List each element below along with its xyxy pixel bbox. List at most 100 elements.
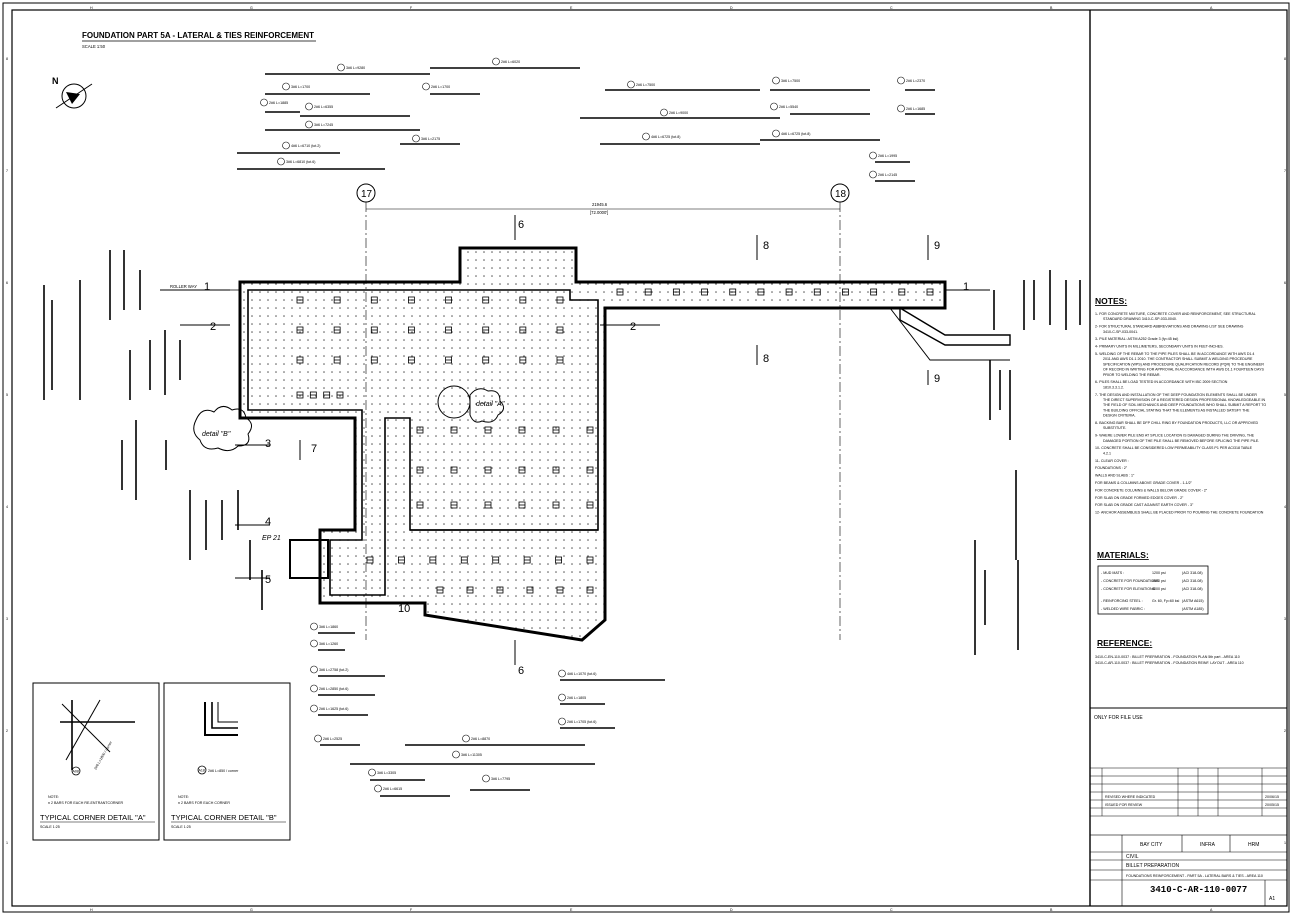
border-number-right: 1 [1284, 841, 1286, 845]
border-letter-top: E [570, 6, 573, 10]
bar-mark-bubble [452, 750, 460, 759]
section-8-top: 8 [763, 240, 769, 252]
border-letter-bottom: E [570, 908, 573, 912]
bar-mark-bubble [310, 665, 318, 674]
bar-label-bottom: 2#6 L=2525 [323, 737, 342, 741]
bar-label-top: 4#6 L=6710 (tot.2) [291, 144, 320, 148]
bar-mark-bubble [462, 734, 470, 743]
reference-item-2: 3410-C-AR-110-0037 : BILLET PREPARATION … [1095, 661, 1244, 665]
border-letter-top: G [250, 6, 253, 10]
corner-detail-b-callout: 2#6 L=850 / corner [208, 769, 239, 773]
bar-label-top: 2#6 L=1685 [906, 107, 925, 111]
corner-detail-a-mark: A08 [73, 770, 79, 774]
bar-label-bottom: 2#6 L=6615 [383, 787, 402, 791]
bar-mark-bubble [282, 141, 290, 150]
bar-label-bottom: 3#6 L=1860 [319, 625, 338, 629]
bar-label-bottom: 2#6 L=1805 [567, 696, 586, 700]
bar-mark-bubble [482, 774, 490, 783]
bar-mark-bubble [422, 82, 430, 91]
bar-mark-bubble [772, 76, 780, 85]
note-item: FOR CONCRETE COLUMNS & WALLS BELOW GRADE… [1095, 488, 1208, 492]
border-number-left: 7 [6, 169, 8, 173]
grid-dimension: 21945.6 [592, 202, 608, 207]
border-number-left: 8 [6, 57, 8, 61]
bar-mark-bubble [897, 104, 905, 113]
border-letter-bottom: C [890, 908, 893, 912]
materials-heading: MATERIALS: [1097, 550, 1149, 560]
bar-mark-bubble [772, 129, 780, 138]
bar-label-bottom: 3#6 L=2758 (tot.2) [319, 668, 348, 672]
bar-label-top: 2#6 L=7500 [636, 83, 655, 87]
bar-label-top: 3#6 L=6810 (tot.6) [286, 160, 315, 164]
bar-mark-bubble [869, 170, 877, 179]
bar-label-top: 3#6 L=2175 [421, 137, 440, 141]
bar-label-top: 3#6 L=7245 [314, 123, 333, 127]
ep21-label: EP 21 [262, 535, 281, 542]
bar-label-top: 4#6 L=6725 (tot.8) [651, 135, 680, 139]
note-item: 5- WELDING OF THE REBAR TO THE PIPE PILE… [1095, 352, 1264, 377]
grid-bubble-18-label: 18 [835, 189, 847, 200]
pile-markers [296, 288, 934, 594]
bar-label-top: 2#6 L=1995 [878, 154, 897, 158]
ep21-pit [289, 539, 329, 579]
bar-mark-bubble [310, 684, 318, 693]
bar-mark-bubble [305, 120, 313, 129]
bar-mark-bubble [374, 784, 382, 793]
left-bar-schedule [43, 250, 263, 610]
north-arrow-icon: N [52, 76, 93, 109]
section-labels: 1 1 2 2 3 4 5 6 6 7 8 8 9 9 10 [204, 219, 969, 677]
grid-dimension-sub: [72.0000'] [590, 210, 608, 215]
section-1-right: 1 [963, 281, 969, 293]
bar-mark-bubble [558, 693, 566, 702]
bar-mark-bubble [368, 768, 376, 777]
corner-detail-a-title: TYPICAL CORNER DETAIL "A" [40, 813, 146, 822]
note-item: 11- CLEAR COVER : [1095, 459, 1129, 463]
border-number-right: 2 [1284, 729, 1286, 733]
bar-label-bottom: 3#6 L=7795 [491, 777, 510, 781]
border-letter-bottom: D [730, 908, 733, 912]
grid-bubble-18 [830, 183, 850, 203]
bar-mark-bubble [660, 108, 668, 117]
bar-label-top: 3#6 L=1700 [291, 85, 310, 89]
sheet-inner-border [11, 9, 1288, 907]
tb-client: BAY CITY [1140, 842, 1163, 848]
note-item: 9- WHERE LOWER PILE END AT SPLICE LOCATI… [1095, 434, 1259, 443]
section-6-bottom: 6 [518, 665, 524, 677]
bar-mark-bubble [305, 102, 313, 111]
reference-item-1: 3410-C-EN-110-0037 : BILLET PREPARATION … [1095, 655, 1240, 659]
note-item: 2- FOR STRUCTURAL STANDARD ABBREVIATIONS… [1095, 325, 1244, 334]
note-item: FOUNDATIONS : 2" [1095, 466, 1128, 470]
top-bar-schedule [237, 67, 935, 182]
bar-mark-bubble [310, 622, 318, 631]
border-letter-bottom: H [90, 908, 93, 912]
revision-1-text: REVISED WHERE INDICATED [1105, 795, 1156, 799]
tb-drawing-number: 3410-C-AR-110-0077 [1150, 885, 1247, 895]
bar-mark-bubble [558, 669, 566, 678]
note-item: 4- PRIMARY UNITS IN MILLIMETERS, SECONDA… [1095, 345, 1224, 349]
note-item: FOR SLAB ON GRADE CAST AGAINST EARTH COV… [1095, 503, 1194, 507]
title-block-grid [1089, 834, 1288, 907]
note-item: 3- PILE MATERIAL: ASTM A252 Grade 3 (fy=… [1095, 337, 1178, 341]
corner-detail-b-note: n 2 BARS FOR EACH CORNER [178, 801, 230, 805]
bar-label-bottom: 3#6 L=3305 [377, 771, 396, 775]
notes-heading: NOTES: [1095, 296, 1127, 306]
bar-label-top: 4#6 L=6725 (tot.8) [781, 132, 810, 136]
material-value: 1200 psi [1152, 571, 1166, 575]
tb-equipment: HRM [1248, 842, 1259, 848]
section-7: 7 [311, 443, 317, 455]
note-item: WALLS AND SLABS : 1" [1095, 474, 1135, 478]
note-item: FOR SLAB ON GRADE FORMED EDGES COVER - 2… [1095, 496, 1184, 500]
note-item: 7- THE DESIGN AND INSTALLATION OF THE DE… [1095, 393, 1266, 418]
detail-a-cloud [469, 388, 504, 423]
materials-box [1097, 565, 1209, 615]
tb-contract: INFRA [1200, 842, 1216, 848]
note-item: 6- PILES SHALL BE LOAD TESTED IN ACCORDA… [1095, 380, 1228, 389]
border-letter-bottom: F [410, 908, 413, 912]
border-letter-bottom: A [1210, 908, 1213, 912]
svg-text:N: N [52, 76, 59, 86]
bar-label-top: 3#6 L=7500 [781, 79, 800, 83]
border-letter-top: F [410, 6, 413, 10]
